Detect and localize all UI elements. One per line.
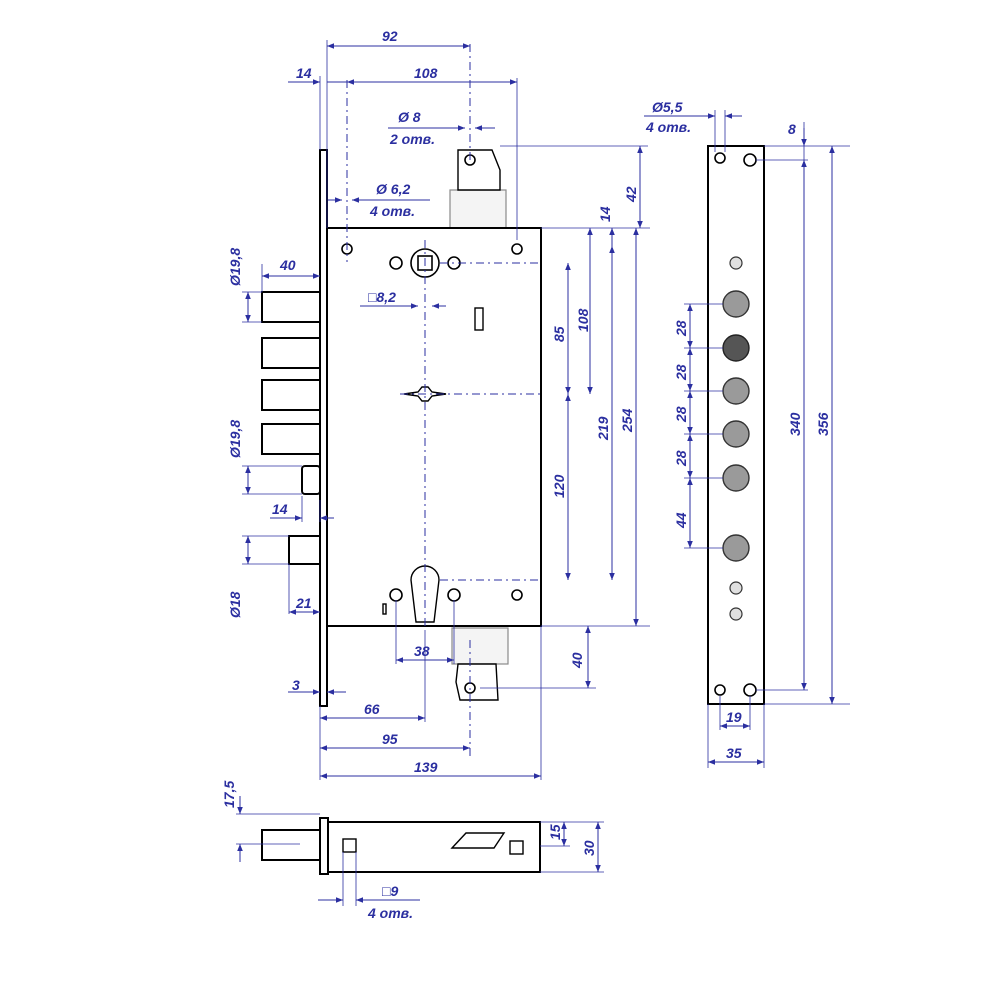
dim-hole-8-count: 2 отв. xyxy=(389,131,435,147)
dim-139: 139 xyxy=(414,759,438,775)
dim-faceplate-3: 3 xyxy=(292,677,300,693)
dim-pitch-5: 44 xyxy=(673,512,689,529)
dim-hole-8: Ø 8 xyxy=(398,109,421,125)
side-hole-top-left xyxy=(714,152,726,164)
dim-108-top: 108 xyxy=(414,65,438,81)
bolt-end-3 xyxy=(722,377,750,405)
dim-pitch-4: 28 xyxy=(673,450,689,467)
dim-pitch-1: 28 xyxy=(673,320,689,337)
side-hole-bottom-right xyxy=(743,683,757,697)
bolt-end-5 xyxy=(722,464,750,492)
dim-v-14: 14 xyxy=(597,206,613,222)
dim-side-340: 340 xyxy=(787,412,803,436)
cylinder-screw-right xyxy=(447,588,461,602)
faceplate xyxy=(319,149,328,707)
dim-side-hole-55: Ø5,5 xyxy=(652,99,683,115)
dim-40: 40 xyxy=(279,257,296,273)
screw-hole-top-right xyxy=(511,243,523,255)
cylinder-screw-left xyxy=(389,588,403,602)
bottom-bolt xyxy=(261,829,321,861)
side-hole-top-right xyxy=(743,153,757,167)
dim-bottom-square-9: □9 xyxy=(382,883,398,899)
bolt-end-1 xyxy=(722,290,750,318)
front-view: 92 14 108 Ø 8 2 отв. Ø 6,2 4 отв. 40 Ø19… xyxy=(227,28,650,780)
dim-bolt-dia-mid: Ø19,8 xyxy=(227,420,243,458)
side-hole-bottom-left xyxy=(714,684,726,696)
dim-side-356: 356 xyxy=(815,412,831,436)
dim-bottom-square-9-count: 4 отв. xyxy=(367,905,413,921)
dim-latch-21: 21 xyxy=(295,595,312,611)
bottom-view: 17,5 15 30 □9 4 отв. xyxy=(221,781,604,921)
dim-side-8: 8 xyxy=(788,121,796,137)
bolt-end-4 xyxy=(722,420,750,448)
dim-hole-62: Ø 6,2 xyxy=(376,181,410,197)
dim-95: 95 xyxy=(382,731,398,747)
small-mark xyxy=(382,603,387,615)
dim-v-254: 254 xyxy=(619,408,635,433)
hub-side-hole-left xyxy=(389,256,403,270)
dim-side-35: 35 xyxy=(726,745,742,761)
dim-bottom-15: 15 xyxy=(547,824,563,840)
dim-14-top: 14 xyxy=(296,65,312,81)
upper-rod-connector xyxy=(449,149,507,229)
dim-38: 38 xyxy=(414,643,430,659)
bottom-square-hole-1 xyxy=(342,838,357,853)
dim-66: 66 xyxy=(364,701,380,717)
deadbolts xyxy=(261,291,321,455)
dim-pitch-2: 28 xyxy=(673,364,689,381)
bolt-end-2 xyxy=(722,334,750,362)
dim-v-219: 219 xyxy=(595,416,611,441)
dim-v-85: 85 xyxy=(551,326,567,342)
latch-end xyxy=(722,534,750,562)
dim-bottom-30: 30 xyxy=(581,840,597,856)
dim-92: 92 xyxy=(382,28,398,44)
bottom-faceplate xyxy=(319,817,329,875)
dim-v-120: 120 xyxy=(551,474,567,498)
slot xyxy=(474,307,484,331)
dim-latch-dia-18: Ø18 xyxy=(227,591,243,618)
side-screw-low xyxy=(729,607,743,621)
dim-latch-14: 14 xyxy=(272,501,288,517)
dim-v-42: 42 xyxy=(623,186,639,203)
bottom-square-hole-2 xyxy=(509,840,524,855)
dim-hole-62-count: 4 отв. xyxy=(369,203,415,219)
dim-v-108: 108 xyxy=(575,308,591,332)
dim-side-19: 19 xyxy=(726,709,742,725)
lower-rod-connector xyxy=(451,627,509,701)
latch-small xyxy=(301,465,321,495)
side-screw-top xyxy=(729,256,743,270)
side-screw-mid xyxy=(729,581,743,595)
dim-pitch-3: 28 xyxy=(673,406,689,423)
screw-hole-bottom-right xyxy=(511,589,523,601)
lock-case xyxy=(326,227,542,627)
dim-bottom-175: 17,5 xyxy=(221,781,237,808)
bottom-case xyxy=(327,821,541,873)
latch-bolt xyxy=(288,535,321,565)
dim-side-hole-55-count: 4 отв. xyxy=(645,119,691,135)
dim-bolt-dia-top: Ø19,8 xyxy=(227,248,243,286)
bottom-lever xyxy=(450,832,506,849)
dim-v-40: 40 xyxy=(569,652,585,669)
side-view: Ø5,5 4 отв. 8 28 28 28 28 44 340 356 19 … xyxy=(644,99,850,768)
dim-spindle-square: □8,2 xyxy=(368,289,396,305)
